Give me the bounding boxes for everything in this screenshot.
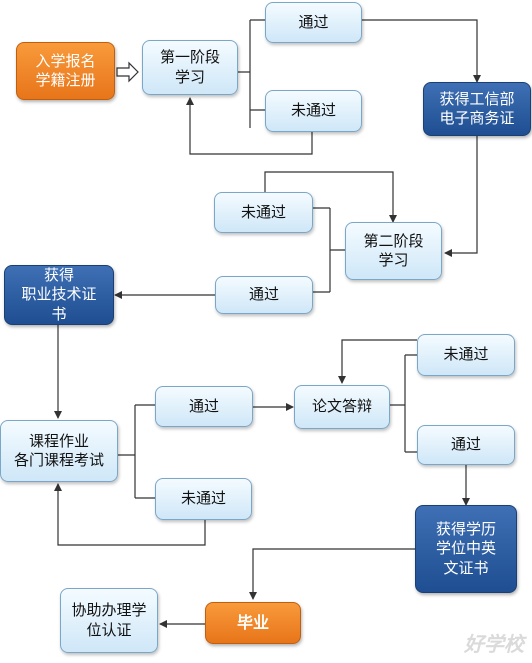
connector-fail1-stage1 bbox=[186, 97, 313, 155]
node-graduate: 毕业 bbox=[205, 602, 301, 644]
node-assist: 协助办理学 位认证 bbox=[60, 588, 158, 653]
node-pass2: 通过 bbox=[215, 276, 313, 314]
node-degree-cert: 获得学历 学位中英 文证书 bbox=[415, 505, 517, 593]
node-pass1: 通过 bbox=[265, 2, 362, 43]
node-pass4: 通过 bbox=[417, 425, 515, 465]
node-fail1: 未通过 bbox=[265, 90, 362, 132]
connector-stage1-results bbox=[238, 19, 265, 128]
connector-fail3-coursework bbox=[54, 483, 206, 546]
node-pass3: 通过 bbox=[155, 386, 253, 427]
node-vocational-cert: 获得 职业技术证 书 bbox=[4, 265, 114, 325]
node-miit-cert: 获得工信部 电子商务证 bbox=[423, 82, 531, 136]
node-fail2: 未通过 bbox=[214, 192, 313, 233]
connector-fail2-stage2 bbox=[264, 171, 397, 223]
node-thesis: 论文答辩 bbox=[294, 385, 390, 429]
connector-stage2-results bbox=[313, 207, 345, 293]
node-stage2: 第二阶段 学习 bbox=[345, 222, 442, 280]
node-coursework: 课程作业 各门课程考试 bbox=[0, 420, 118, 482]
node-fail4: 未通过 bbox=[417, 334, 515, 376]
connector-fail4-thesis bbox=[338, 339, 417, 384]
connector-degree-graduate bbox=[249, 548, 415, 600]
watermark: 好学校 bbox=[464, 632, 524, 656]
connector-coursework-results bbox=[118, 404, 155, 499]
hollow-arrow bbox=[116, 61, 139, 83]
connector-miit-stage2 bbox=[444, 136, 478, 257]
connector-pass1-miit bbox=[362, 19, 481, 83]
connector-thesis-results bbox=[390, 354, 417, 453]
node-enroll: 入学报名 学籍注册 bbox=[16, 42, 115, 100]
node-fail3: 未通过 bbox=[155, 478, 252, 520]
node-stage1: 第一阶段 学习 bbox=[142, 40, 238, 95]
